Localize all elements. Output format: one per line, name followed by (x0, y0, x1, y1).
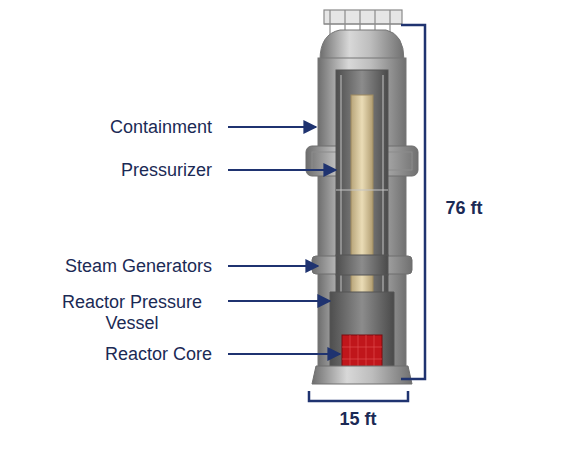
vessel-internals (336, 75, 388, 320)
width-bracket (309, 391, 408, 401)
illustration-part (342, 347, 382, 348)
leader-arrow (228, 265, 318, 267)
leader-arrow (228, 126, 316, 128)
leader-arrow (228, 169, 336, 171)
part-label: Reactor Core (105, 344, 212, 365)
lower-vessel (330, 292, 394, 377)
illustration-part (341, 75, 342, 320)
illustration-part (324, 23, 402, 24)
part-label: Steam Generators (65, 256, 212, 277)
illustration-part (342, 359, 382, 360)
part-label: Pressurizer (121, 160, 212, 181)
height-bracket (401, 25, 425, 379)
leader-arrows (228, 127, 340, 354)
steam-generator-section (336, 255, 388, 275)
reactor-pressure-vessel (336, 70, 388, 330)
steam-generator-flange (312, 256, 412, 274)
part-label: Containment (110, 117, 212, 138)
dimension-label: 76 ft (445, 198, 482, 219)
leader-arrow (228, 353, 340, 355)
leader-arrow (228, 300, 330, 302)
illustration-part (336, 190, 388, 191)
part-label: Reactor Pressure Vessel (52, 292, 212, 334)
dimension-label: 15 ft (339, 409, 376, 430)
dimension-brackets (309, 25, 425, 401)
containment-dome (320, 30, 404, 60)
riser-control-rods (351, 95, 373, 315)
illustration-part (383, 75, 384, 320)
bottom-skirt (312, 366, 412, 384)
